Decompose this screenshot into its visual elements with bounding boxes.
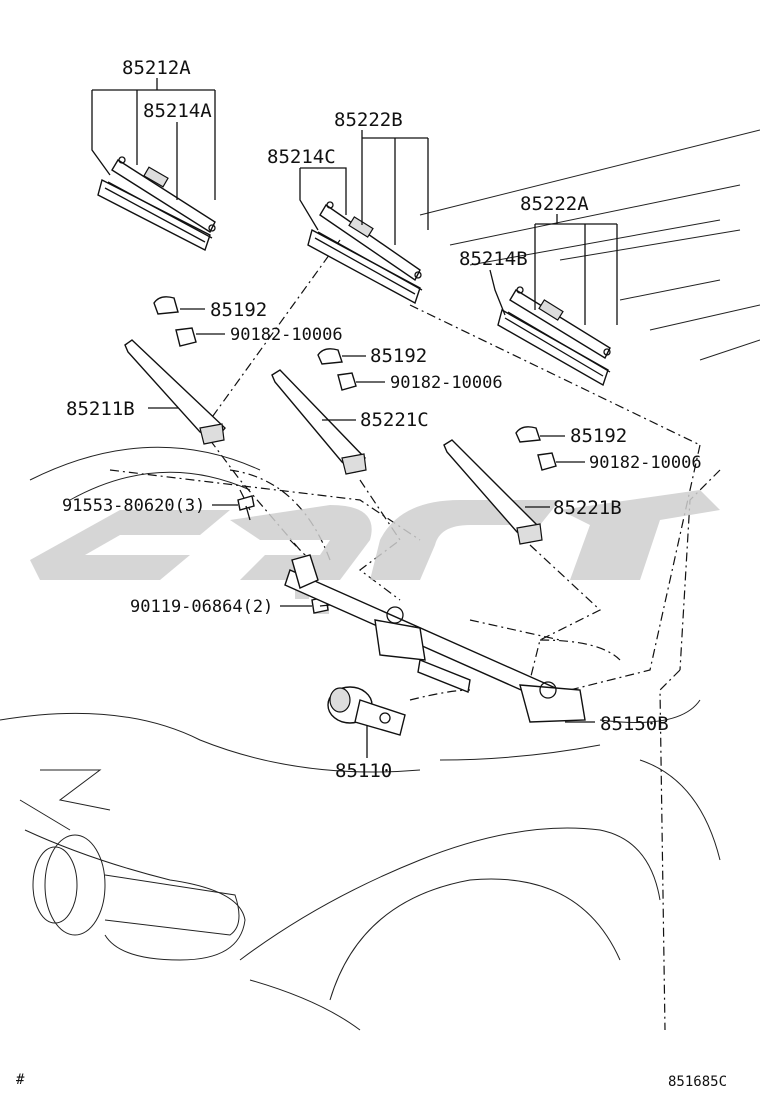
callout-85150B: 85150B [600, 713, 669, 735]
pivot-caps-nuts [153, 296, 557, 471]
callout-85222A: 85222A [520, 193, 589, 215]
callout-90119: 90119-06864(2) [130, 597, 273, 617]
callout-85212A: 85212A [122, 57, 191, 79]
callout-85214A: 85214A [143, 100, 212, 122]
wiper-motor [327, 686, 406, 736]
callout-85222B: 85222B [334, 109, 403, 131]
callout-85192-left: 85192 [210, 299, 267, 321]
callout-90182-left: 90182-10006 [230, 325, 343, 345]
callout-85192-right: 85192 [570, 425, 627, 447]
callout-85221B: 85221B [553, 497, 622, 519]
callout-85110: 85110 [335, 760, 392, 782]
callout-90182-center: 90182-10006 [390, 373, 503, 393]
callout-90182-right: 90182-10006 [589, 453, 702, 473]
callout-85211B: 85211B [66, 398, 135, 420]
wiper-blade-left [97, 156, 216, 251]
callout-labels: 85212A 85214A 85222B 85214C 85222A 85214… [62, 57, 702, 782]
callout-85214B: 85214B [459, 248, 528, 270]
wiper-linkage [284, 554, 586, 723]
diagram-code: 851685C [668, 1074, 728, 1090]
callout-85214C: 85214C [267, 146, 336, 168]
callout-85192-center: 85192 [370, 345, 427, 367]
footer-hash: # [16, 1072, 25, 1088]
wiper-blade-center [307, 201, 423, 305]
leader-lines [91, 78, 618, 758]
wiper-blade-right [497, 286, 611, 387]
callout-85221C: 85221C [360, 409, 429, 431]
callout-91553: 91553-80620(3) [62, 496, 205, 516]
vehicle-body-outline [0, 129, 760, 1031]
wiper-arms [124, 339, 543, 545]
